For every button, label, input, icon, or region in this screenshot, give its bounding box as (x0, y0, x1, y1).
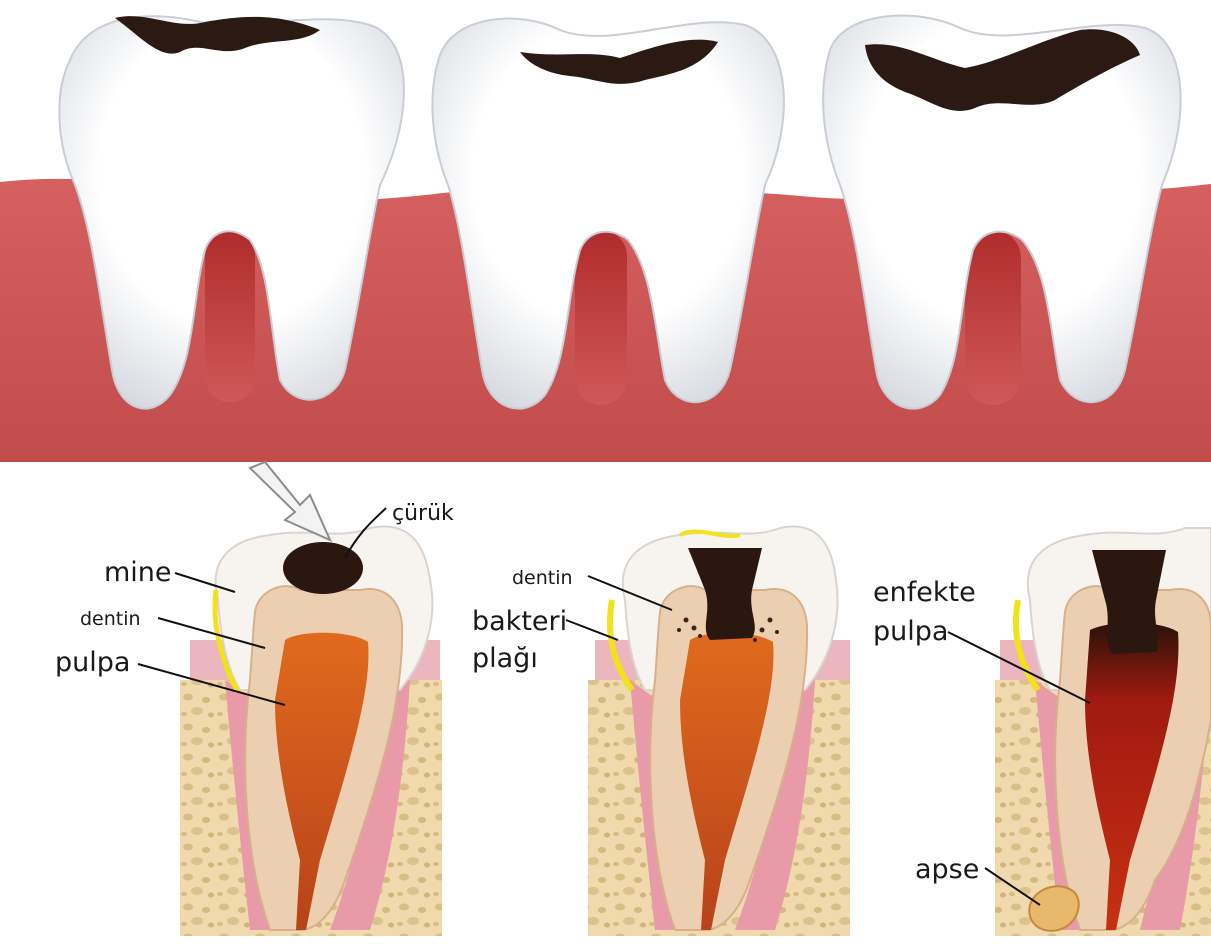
top-panel (0, 0, 1211, 462)
label-plagi: plağı (472, 643, 538, 674)
cross-section-2 (588, 527, 850, 936)
label-dentin-2: dentin (512, 567, 573, 589)
arrow-icon (250, 462, 330, 540)
label-mine: mine (104, 557, 172, 588)
cavity-1 (283, 542, 363, 594)
label-bakteri: bakteri (472, 606, 567, 637)
label-pulpa-2: pulpa (873, 616, 948, 647)
label-apse: apse (915, 854, 979, 885)
cross-section-1 (180, 462, 442, 936)
cross-section-3 (995, 528, 1211, 936)
label-dentin-1: dentin (80, 608, 141, 630)
label-curuk: çürük (392, 501, 454, 526)
label-pulpa: pulpa (55, 647, 130, 678)
bottom-panel: çürük mine dentin pulpa dentin bakteri p… (55, 462, 1211, 936)
label-enfekte: enfekte (873, 577, 976, 608)
